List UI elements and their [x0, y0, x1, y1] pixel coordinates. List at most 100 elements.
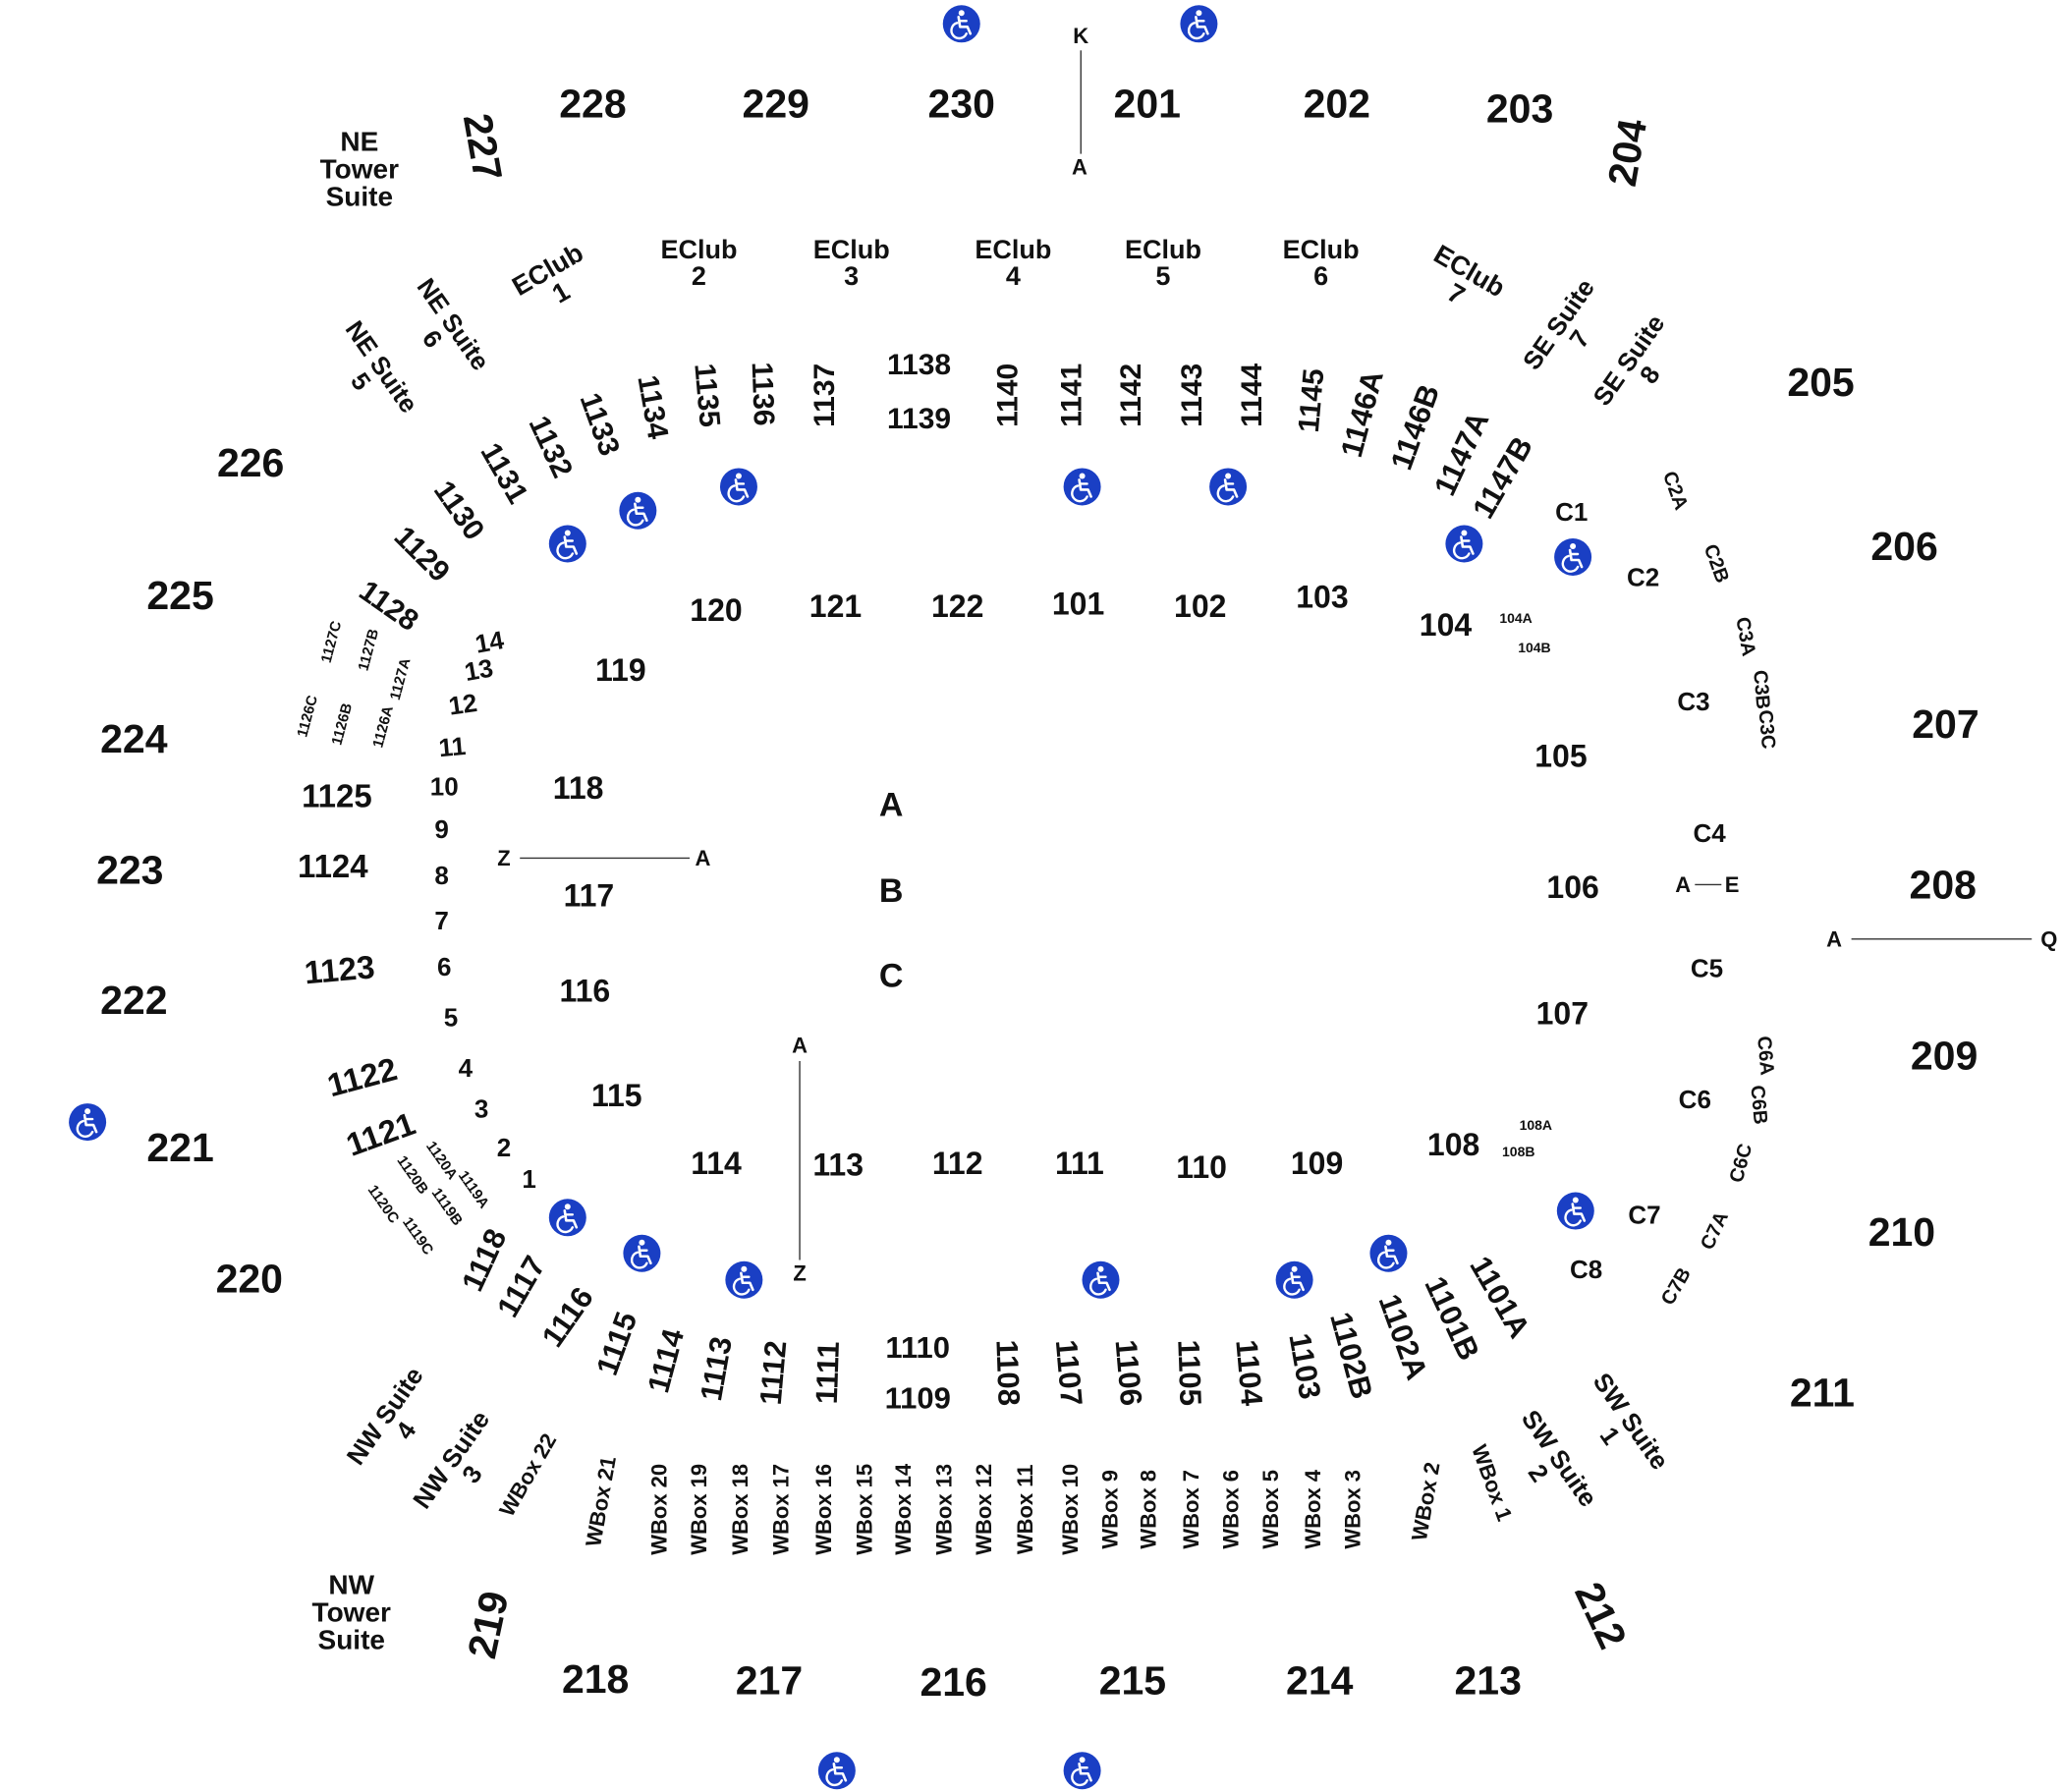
loge-1124[interactable]: 1124 — [298, 848, 368, 884]
loge-1109[interactable]: 1109 — [885, 1380, 951, 1415]
section-108A[interactable]: 108A — [1520, 1117, 1552, 1133]
se-suite-8[interactable]: SE Suite8 — [1587, 309, 1691, 426]
loge-1135[interactable]: 1135 — [688, 362, 726, 428]
floor-row-6[interactable]: 6 — [437, 952, 451, 981]
wbox-1[interactable]: WBox 1 — [1467, 1441, 1517, 1524]
section-119[interactable]: 119 — [595, 652, 646, 688]
section-227[interactable]: 227 — [455, 110, 511, 184]
loge-1127B[interactable]: 1127B — [355, 627, 382, 672]
section-206[interactable]: 206 — [1870, 524, 1937, 569]
row-guide-label-e[interactable]: E — [1725, 872, 1740, 897]
section-221[interactable]: 221 — [146, 1125, 213, 1170]
section-205[interactable]: 205 — [1787, 360, 1854, 405]
section-213[interactable]: 213 — [1454, 1657, 1521, 1703]
courtside-C2B[interactable]: C2B — [1700, 541, 1733, 586]
section-204[interactable]: 204 — [1599, 115, 1655, 190]
section-211[interactable]: 211 — [1790, 1371, 1855, 1416]
section-114[interactable]: 114 — [691, 1146, 742, 1181]
section-202[interactable]: 202 — [1304, 81, 1370, 126]
wbox-18[interactable]: WBox 18 — [728, 1464, 753, 1555]
wbox-16[interactable]: WBox 16 — [811, 1464, 836, 1555]
loge-1139[interactable]: 1139 — [887, 403, 951, 435]
loge-1137[interactable]: 1137 — [808, 364, 841, 427]
loge-1105[interactable]: 1105 — [1171, 1339, 1207, 1406]
section-118[interactable]: 118 — [553, 770, 604, 806]
loge-1146A[interactable]: 1146A — [1334, 366, 1390, 461]
courtside-C2[interactable]: C2 — [1627, 562, 1659, 591]
row-guide-label-z[interactable]: Z — [793, 1261, 806, 1286]
section-110[interactable]: 110 — [1176, 1149, 1227, 1185]
loge-1103[interactable]: 1103 — [1282, 1330, 1327, 1401]
section-220[interactable]: 220 — [216, 1256, 283, 1301]
loge-1143[interactable]: 1143 — [1176, 364, 1208, 427]
section-103[interactable]: 103 — [1296, 580, 1348, 615]
section-203[interactable]: 203 — [1486, 86, 1553, 132]
section-115[interactable]: 115 — [591, 1078, 642, 1113]
floor-row-4[interactable]: 4 — [459, 1053, 474, 1083]
loge-1127C[interactable]: 1127C — [318, 619, 346, 664]
wbox-12[interactable]: WBox 12 — [972, 1464, 996, 1555]
loge-1126C[interactable]: 1126C — [294, 694, 321, 739]
wbox-11[interactable]: WBox 11 — [1013, 1464, 1037, 1554]
section-116[interactable]: 116 — [560, 973, 611, 1008]
section-108[interactable]: 108 — [1427, 1127, 1479, 1162]
loge-1102A[interactable]: 1102A — [1372, 1290, 1435, 1384]
courtside-C6[interactable]: C6 — [1679, 1085, 1711, 1114]
loge-1102B[interactable]: 1102B — [1323, 1309, 1379, 1403]
floor-row-13[interactable]: 13 — [463, 652, 496, 687]
eclub-7[interactable]: EClub7 — [1416, 239, 1511, 325]
wbox-17[interactable]: WBox 17 — [769, 1464, 794, 1555]
section-109[interactable]: 109 — [1291, 1146, 1343, 1181]
section-121[interactable]: 121 — [809, 588, 862, 624]
wbox-2[interactable]: WBox 2 — [1407, 1460, 1445, 1542]
wbox-10[interactable]: WBox 10 — [1058, 1464, 1083, 1555]
section-120[interactable]: 120 — [690, 592, 742, 628]
loge-1140[interactable]: 1140 — [992, 364, 1025, 427]
loge-1108[interactable]: 1108 — [989, 1339, 1026, 1406]
wbox-14[interactable]: WBox 14 — [891, 1463, 916, 1555]
section-104A[interactable]: 104A — [1499, 610, 1532, 626]
floor-row-12[interactable]: 12 — [447, 688, 479, 721]
ne-suite-6[interactable]: NE Suite6 — [390, 273, 496, 391]
wbox-19[interactable]: WBox 19 — [687, 1464, 711, 1555]
section-228[interactable]: 228 — [559, 81, 626, 126]
loge-1120C[interactable]: 1120C — [364, 1182, 403, 1226]
section-224[interactable]: 224 — [100, 716, 168, 761]
loge-1146B[interactable]: 1146B — [1384, 380, 1447, 475]
section-101[interactable]: 101 — [1052, 586, 1104, 621]
floor-row-10[interactable]: 10 — [430, 772, 459, 802]
loge-1106[interactable]: 1106 — [1108, 1338, 1148, 1407]
courtside-C6C[interactable]: C6C — [1726, 1142, 1757, 1185]
loge-1144[interactable]: 1144 — [1236, 363, 1268, 426]
section-207[interactable]: 207 — [1912, 701, 1979, 747]
section-107[interactable]: 107 — [1536, 995, 1589, 1031]
row-guide-label-a[interactable]: A — [1675, 872, 1691, 897]
section-212[interactable]: 212 — [1566, 1576, 1636, 1655]
loge-1136[interactable]: 1136 — [746, 362, 780, 426]
wbox-4[interactable]: WBox 4 — [1301, 1469, 1325, 1548]
wbox-13[interactable]: WBox 13 — [932, 1464, 957, 1555]
courtside-C3[interactable]: C3 — [1677, 687, 1709, 716]
courtside-C3C[interactable]: C3C — [1754, 709, 1778, 751]
courtside-C7B[interactable]: C7B — [1657, 1264, 1696, 1310]
loge-1126A[interactable]: 1126A — [369, 703, 397, 749]
section-210[interactable]: 210 — [1868, 1209, 1935, 1255]
section-112[interactable]: 112 — [932, 1146, 983, 1181]
loge-1119C[interactable]: 1119C — [399, 1214, 436, 1259]
section-113[interactable]: 113 — [812, 1147, 864, 1182]
loge-1113[interactable]: 1113 — [694, 1334, 739, 1404]
floor-row-3[interactable]: 3 — [474, 1094, 488, 1124]
loge-1131[interactable]: 1131 — [474, 438, 533, 510]
section-219[interactable]: 219 — [459, 1588, 517, 1662]
section-230[interactable]: 230 — [928, 81, 995, 126]
row-guide-label-k[interactable]: K — [1073, 24, 1088, 48]
loge-1132[interactable]: 1132 — [523, 411, 579, 482]
row-guide-label-q[interactable]: Q — [2040, 926, 2057, 951]
courtside-C5[interactable]: C5 — [1691, 954, 1723, 983]
loge-1141[interactable]: 1141 — [1055, 364, 1087, 427]
section-105[interactable]: 105 — [1534, 739, 1587, 774]
